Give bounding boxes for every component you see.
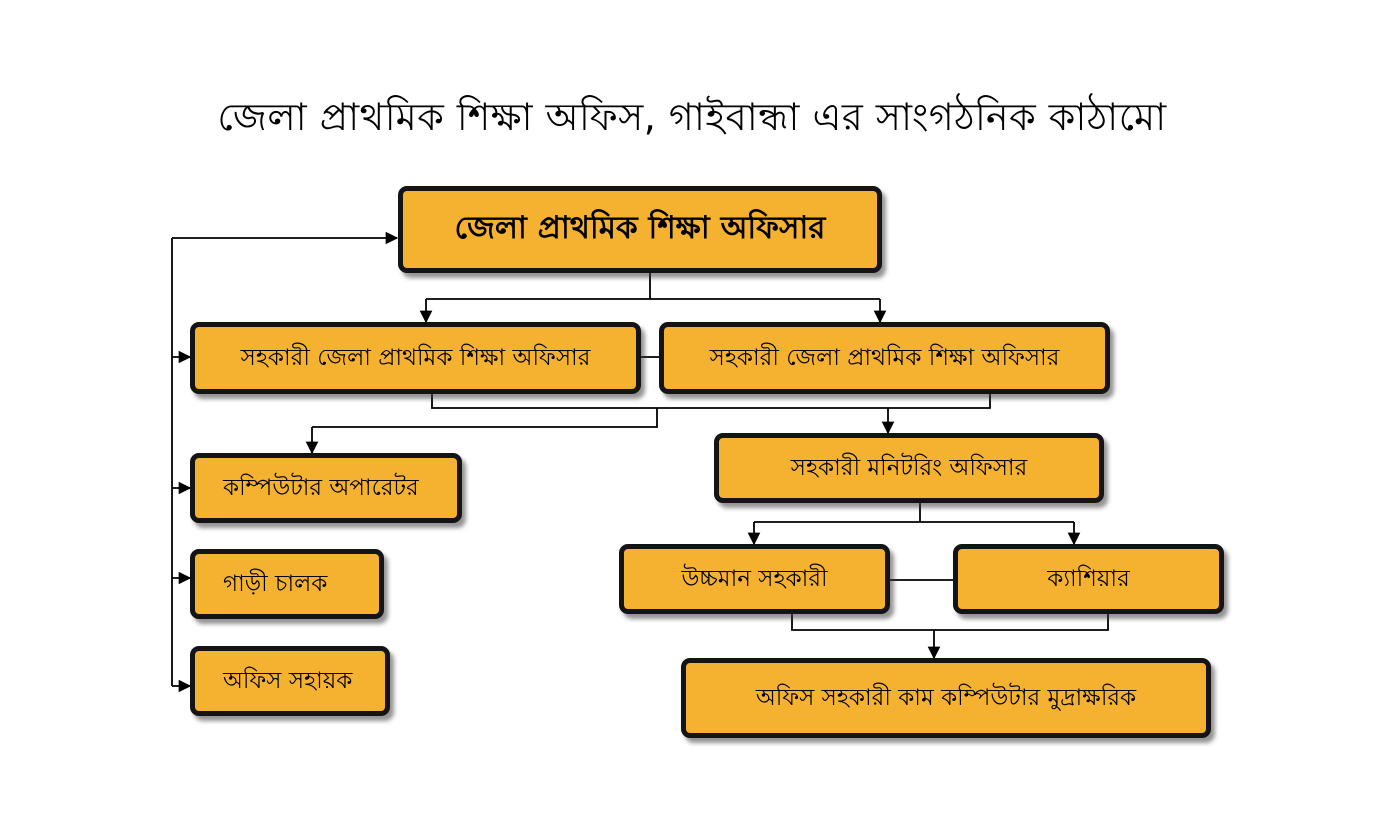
box-office-assistant: অফিস সহায়ক [190, 646, 390, 716]
box-asst-district-officer-1: সহকারী জেলা প্রাথমিক শিক্ষা অফিসার [190, 322, 641, 394]
adpeo-bracket [431, 394, 991, 409]
box-label: ক্যাশিয়ার [1047, 565, 1130, 592]
box-label: কম্পিউটার অপারেটর [223, 474, 419, 501]
computer-operator-link [312, 408, 658, 428]
box-district-primary-education-officer: জেলা প্রাথমিক শিক্ষা অফিসার [398, 186, 882, 273]
box-upper-division-assistant: উচ্চমান সহকারী [619, 544, 890, 614]
box-asst-district-officer-2: সহকারী জেলা প্রাথমিক শিক্ষা অফিসার [659, 322, 1110, 394]
box-label: গাড়ী চালক [223, 570, 328, 597]
box-computer-operator: কম্পিউটার অপারেটর [190, 453, 462, 523]
box-label: অফিস সহকারী কাম কম্পিউটার মুদ্রাক্ষরিক [755, 684, 1137, 711]
box-label: উচ্চমান সহকারী [681, 565, 828, 592]
box-label: সহকারী জেলা প্রাথমিক শিক্ষা অফিসার [709, 344, 1060, 371]
chart-title: জেলা প্রাথমিক শিক্ষা অফিস, গাইবান্ধা এর … [217, 95, 1167, 139]
box-label: সহকারী মনিটরিং অফিসার [790, 454, 1028, 481]
box-label: জেলা প্রাথমিক শিক্ষা অফিসার [454, 209, 826, 246]
uda-cashier-bracket [791, 614, 1109, 631]
box-label: অফিস সহায়ক [223, 667, 353, 694]
box-office-asst-typist: অফিস সহকারী কাম কম্পিউটার মুদ্রাক্ষরিক [681, 658, 1211, 738]
box-asst-monitoring-officer: সহকারী মনিটরিং অফিসার [714, 433, 1104, 503]
box-label: সহকারী জেলা প্রাথমিক শিক্ষা অফিসার [240, 344, 591, 371]
box-cashier: ক্যাশিয়ার [953, 544, 1224, 614]
box-driver: গাড়ী চালক [190, 549, 384, 619]
